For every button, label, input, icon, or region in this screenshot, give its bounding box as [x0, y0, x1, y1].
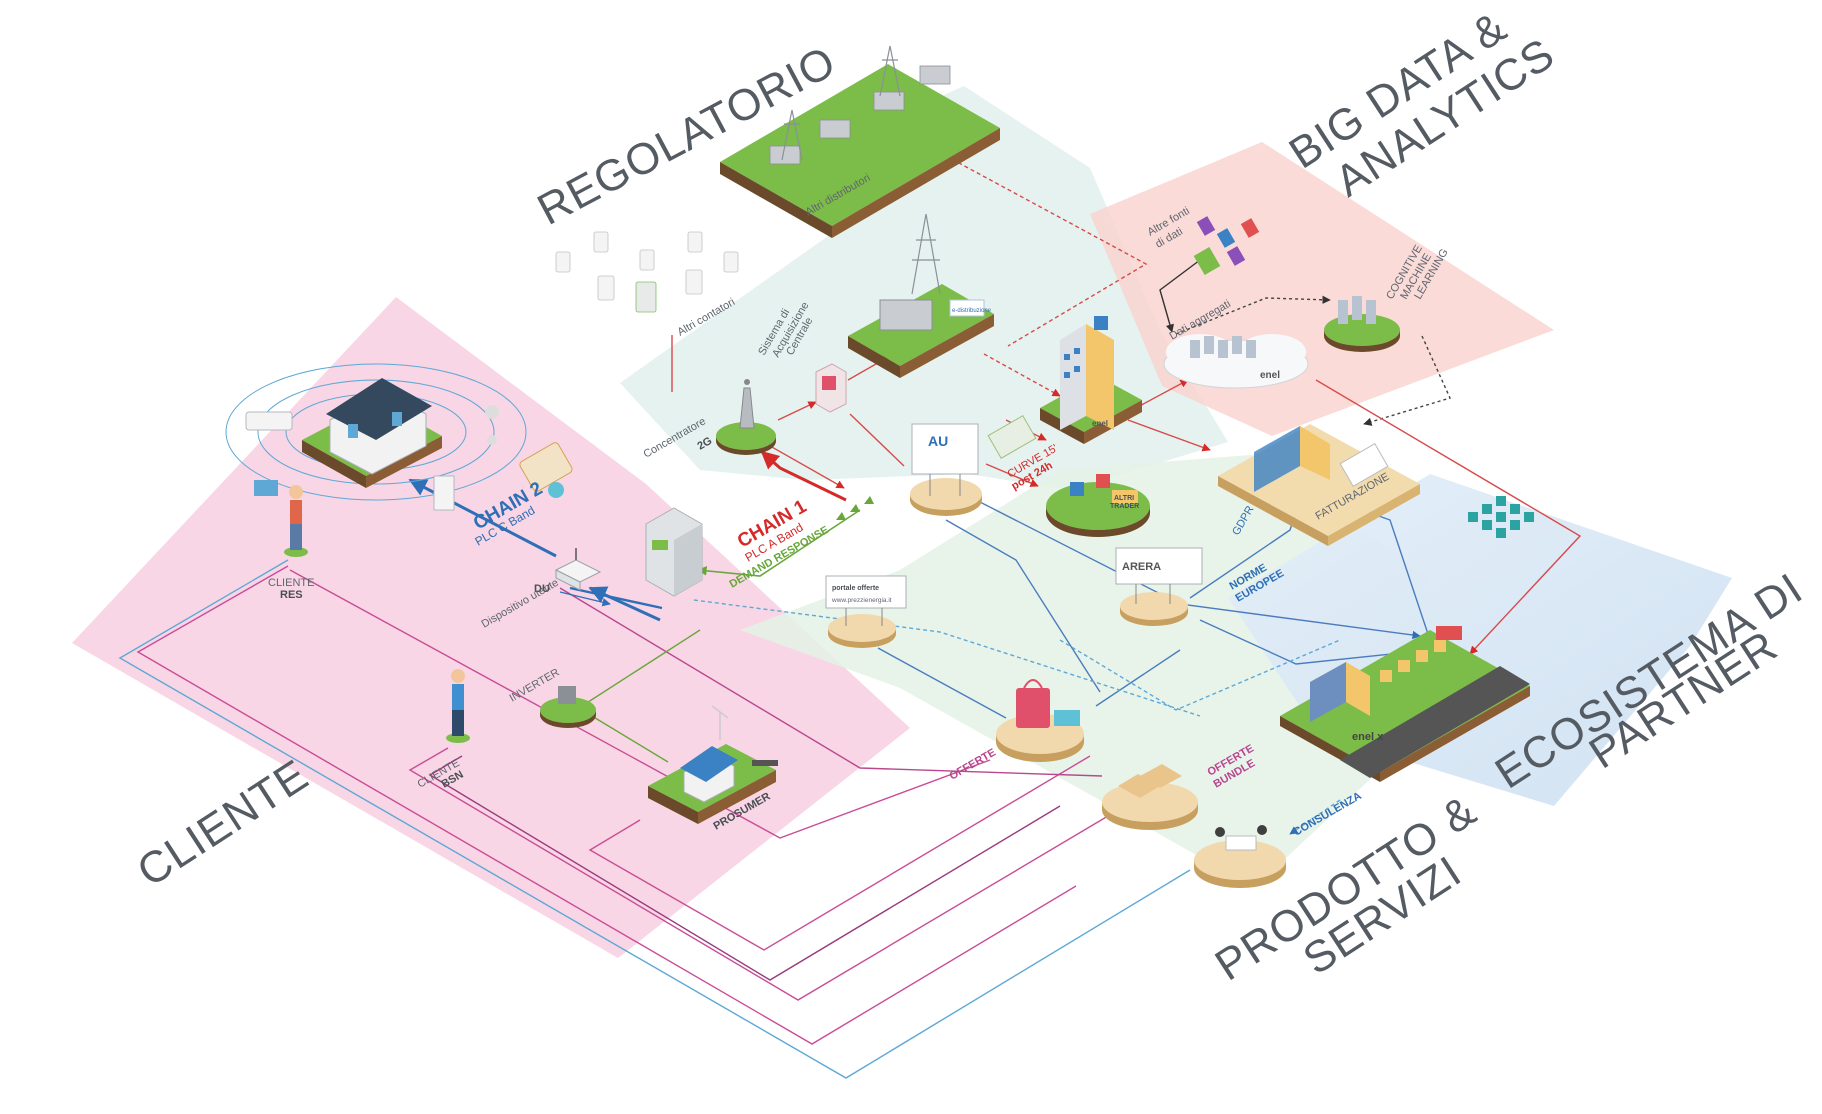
connector-concentratore-sistema [777, 401, 817, 421]
connector-dashed-tower [983, 353, 1061, 397]
cognitive-ml [1324, 296, 1400, 352]
fridge-icon [433, 475, 455, 511]
label-portale-offerte: portale offerte [832, 585, 879, 592]
concentratore-2g [716, 379, 776, 455]
connector-res-loop-blue [118, 559, 1191, 1079]
thermostat-icon [519, 442, 573, 498]
connector-res-loop-pink [136, 565, 1077, 1045]
label-cliente-res-2: RES [280, 589, 303, 601]
label-du-1: DU [534, 583, 550, 595]
smart-meter [645, 507, 703, 597]
connector-dashed-blue-1 [1059, 639, 1341, 711]
tower-building [1040, 316, 1142, 444]
connector-shop-arera [1095, 649, 1181, 707]
connector-prosumer-loop [588, 755, 1091, 951]
connector-dashed-blue-2 [693, 599, 1201, 717]
person-bsn-icon [446, 669, 470, 743]
connector-dashed-consulenza [1289, 799, 1341, 835]
cabina-primaria [848, 213, 994, 378]
zone-prodotto [740, 454, 1430, 888]
connector-du-offerte [289, 569, 991, 839]
label-arera: ARERA [1122, 561, 1161, 573]
connector-au-trader [985, 463, 1039, 487]
connector-bsn-loop-pink [408, 747, 1109, 1001]
connector-dashed-ml-fatt [1363, 335, 1451, 426]
fatturazione-platform [1218, 424, 1420, 546]
prosumer-platform [648, 705, 778, 824]
connector-arera-eco [1199, 619, 1431, 665]
label-offerte: OFFERTE [948, 747, 998, 783]
sistema-acquisizione-centrale [815, 363, 847, 413]
label-prezzi-url: www.prezzienergia.it [831, 597, 892, 604]
arera-board [1115, 547, 1203, 626]
label-altri-trader-1: ALTRI [1114, 495, 1134, 502]
label-e-distribuzione: e-distribuzione [952, 308, 992, 314]
zone-title-cliente: CLIENTE [129, 750, 317, 896]
altri-distributori-platform [720, 45, 1000, 238]
dati-aggregati-cloud [1163, 334, 1309, 389]
demand-response-arrow [697, 509, 861, 577]
connector-du-bundle [559, 587, 1103, 777]
curve-board [987, 415, 1037, 459]
person-res-icon [284, 485, 308, 557]
label-enel-cloud: enel [1260, 370, 1280, 381]
house-res [225, 363, 527, 501]
connector-meter-du [569, 586, 663, 610]
altri-contatori-meters [555, 231, 739, 313]
connector-sistema-au [849, 413, 905, 467]
label-altri-trader-2: TRADER [1110, 503, 1139, 510]
connector-dashed-distributori [945, 155, 1148, 347]
label-enel-x: enel x [1352, 731, 1384, 743]
chain1-arrow [760, 450, 847, 502]
offerte-bundle-boxes [1102, 764, 1198, 830]
label-enel-tower: enel [1092, 419, 1108, 428]
label-au-logo: AU [928, 433, 948, 449]
connector-cloud-eco [1315, 379, 1582, 655]
offerte-shop [996, 679, 1084, 762]
inverter [540, 686, 596, 728]
altri-trader [1046, 474, 1150, 537]
connector-lines [118, 155, 1582, 1079]
ac-unit-icon [245, 411, 293, 431]
label-cliente-res-1: CLIENTE [268, 577, 314, 589]
altre-fonti-icons [1193, 216, 1260, 276]
connector-inverter-prosumer [581, 709, 669, 763]
connector-fonti-cloud [1159, 259, 1201, 333]
demand-response-icons [836, 496, 874, 520]
connector-portale-shop [877, 647, 1007, 719]
chain2-arrow-du [588, 586, 661, 622]
au-billboard [910, 423, 982, 516]
connector-dashed-cognitive [1175, 295, 1331, 335]
laptop-icon [254, 480, 278, 496]
portale-offerte-board [825, 575, 907, 648]
connector-tower-fatt [1127, 419, 1211, 452]
connector-bsn-loop-purple [428, 755, 1061, 981]
lamp-icon [485, 405, 499, 445]
connector-inverter-meter [581, 629, 701, 707]
consulenza-meeting [1194, 825, 1286, 888]
du-device [554, 548, 602, 591]
ecosistema-city [1280, 496, 1534, 782]
